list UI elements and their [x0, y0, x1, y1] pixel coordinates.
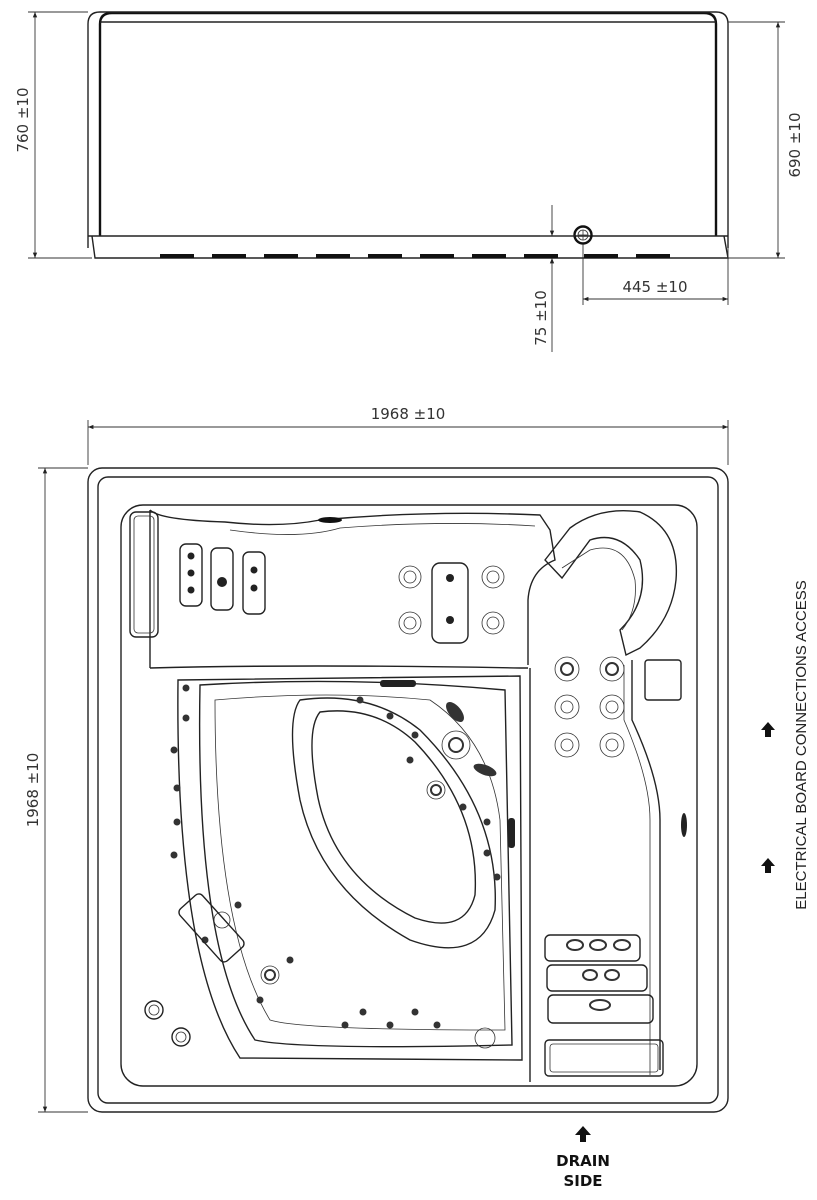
- drain-side-indicator: DRAIN SIDE: [556, 1126, 610, 1190]
- drain-label-line2: SIDE: [563, 1172, 602, 1190]
- arrow-up-icon: [761, 858, 775, 873]
- seat-contour: [291, 697, 496, 949]
- jet-cluster-right: [554, 656, 625, 758]
- corner-step: [178, 893, 245, 963]
- dim-width: 1968 ±10: [371, 405, 446, 423]
- arrow-up-icon: [575, 1126, 591, 1142]
- drain-label-line1: DRAIN: [556, 1152, 610, 1170]
- base-feet: [160, 254, 670, 258]
- footwell-outer: [177, 675, 523, 1061]
- side-body-outline: [98, 11, 718, 236]
- electrical-access-indicator: ELECTRICAL BOARD CONNECTIONS ACCESS: [761, 580, 810, 910]
- dim-drain-offset: 445 ±10: [622, 278, 687, 296]
- side-view: 760 ±10 690 ±10 75 ±10 445 ±10: [14, 11, 804, 352]
- headrest-bottom: [544, 1039, 664, 1077]
- outer-shell: [87, 467, 729, 1113]
- arrow-up-icon: [761, 722, 775, 737]
- corner-armrest: [544, 510, 678, 657]
- skimmer: [644, 659, 682, 701]
- dim-drain-height: 75 ±10: [532, 290, 550, 346]
- drain-fitting-icon: [573, 225, 593, 245]
- basin-outline: [120, 504, 698, 1087]
- electrical-access-label: ELECTRICAL BOARD CONNECTIONS ACCESS: [793, 580, 810, 910]
- dim-depth: 1968 ±10: [24, 753, 42, 828]
- dim-height-body: 690 ±10: [786, 112, 804, 177]
- dim-height-total: 760 ±10: [14, 87, 32, 152]
- headrest-left: [129, 511, 159, 638]
- side-outer-outline: [87, 11, 729, 248]
- top-view: 1968 ±10 1968 ±10: [24, 405, 810, 1190]
